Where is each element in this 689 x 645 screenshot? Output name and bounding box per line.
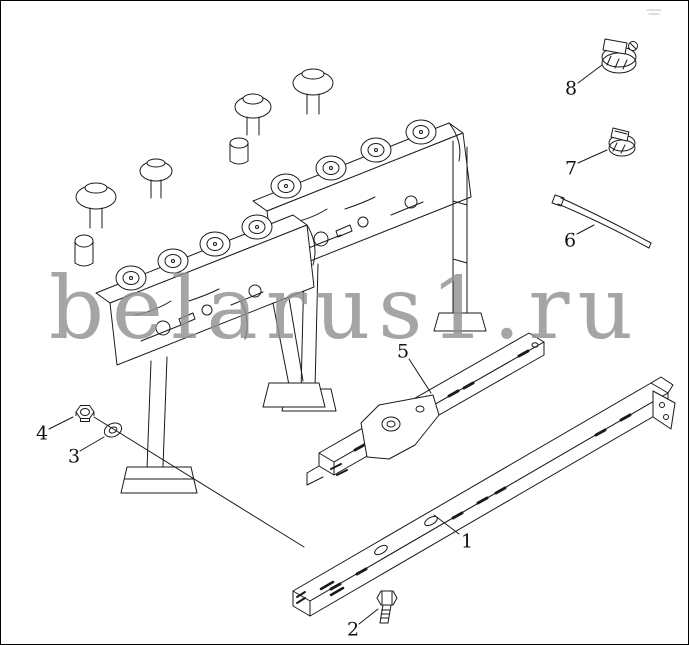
engine-front-drawing — [74, 158, 326, 494]
part-callout-2: 2 — [346, 618, 360, 641]
part-callout-5: 5 — [396, 340, 410, 363]
engine-rear-drawing — [229, 68, 487, 412]
part-4-nut-drawing — [75, 405, 95, 422]
part-2-bolt-drawing — [376, 590, 398, 624]
part-5-upper-bracket-drawing — [306, 332, 545, 486]
part-7-hose-clamp-drawing — [608, 127, 636, 157]
part-3-washer-drawing — [103, 422, 123, 438]
callout-leader-lines — [48, 64, 608, 625]
part-callout-6: 6 — [563, 229, 577, 252]
corner-mark — [646, 9, 662, 15]
part-1-lower-bracket-drawing — [292, 376, 676, 617]
part-callout-4: 4 — [35, 422, 49, 445]
part-8-hose-clamp-drawing — [601, 38, 638, 74]
part-callout-8: 8 — [564, 77, 578, 100]
part-callout-7: 7 — [564, 157, 578, 180]
part-callout-3: 3 — [67, 445, 81, 468]
part-callout-1: 1 — [460, 530, 474, 553]
part-6-cable-tie-drawing — [551, 194, 652, 249]
